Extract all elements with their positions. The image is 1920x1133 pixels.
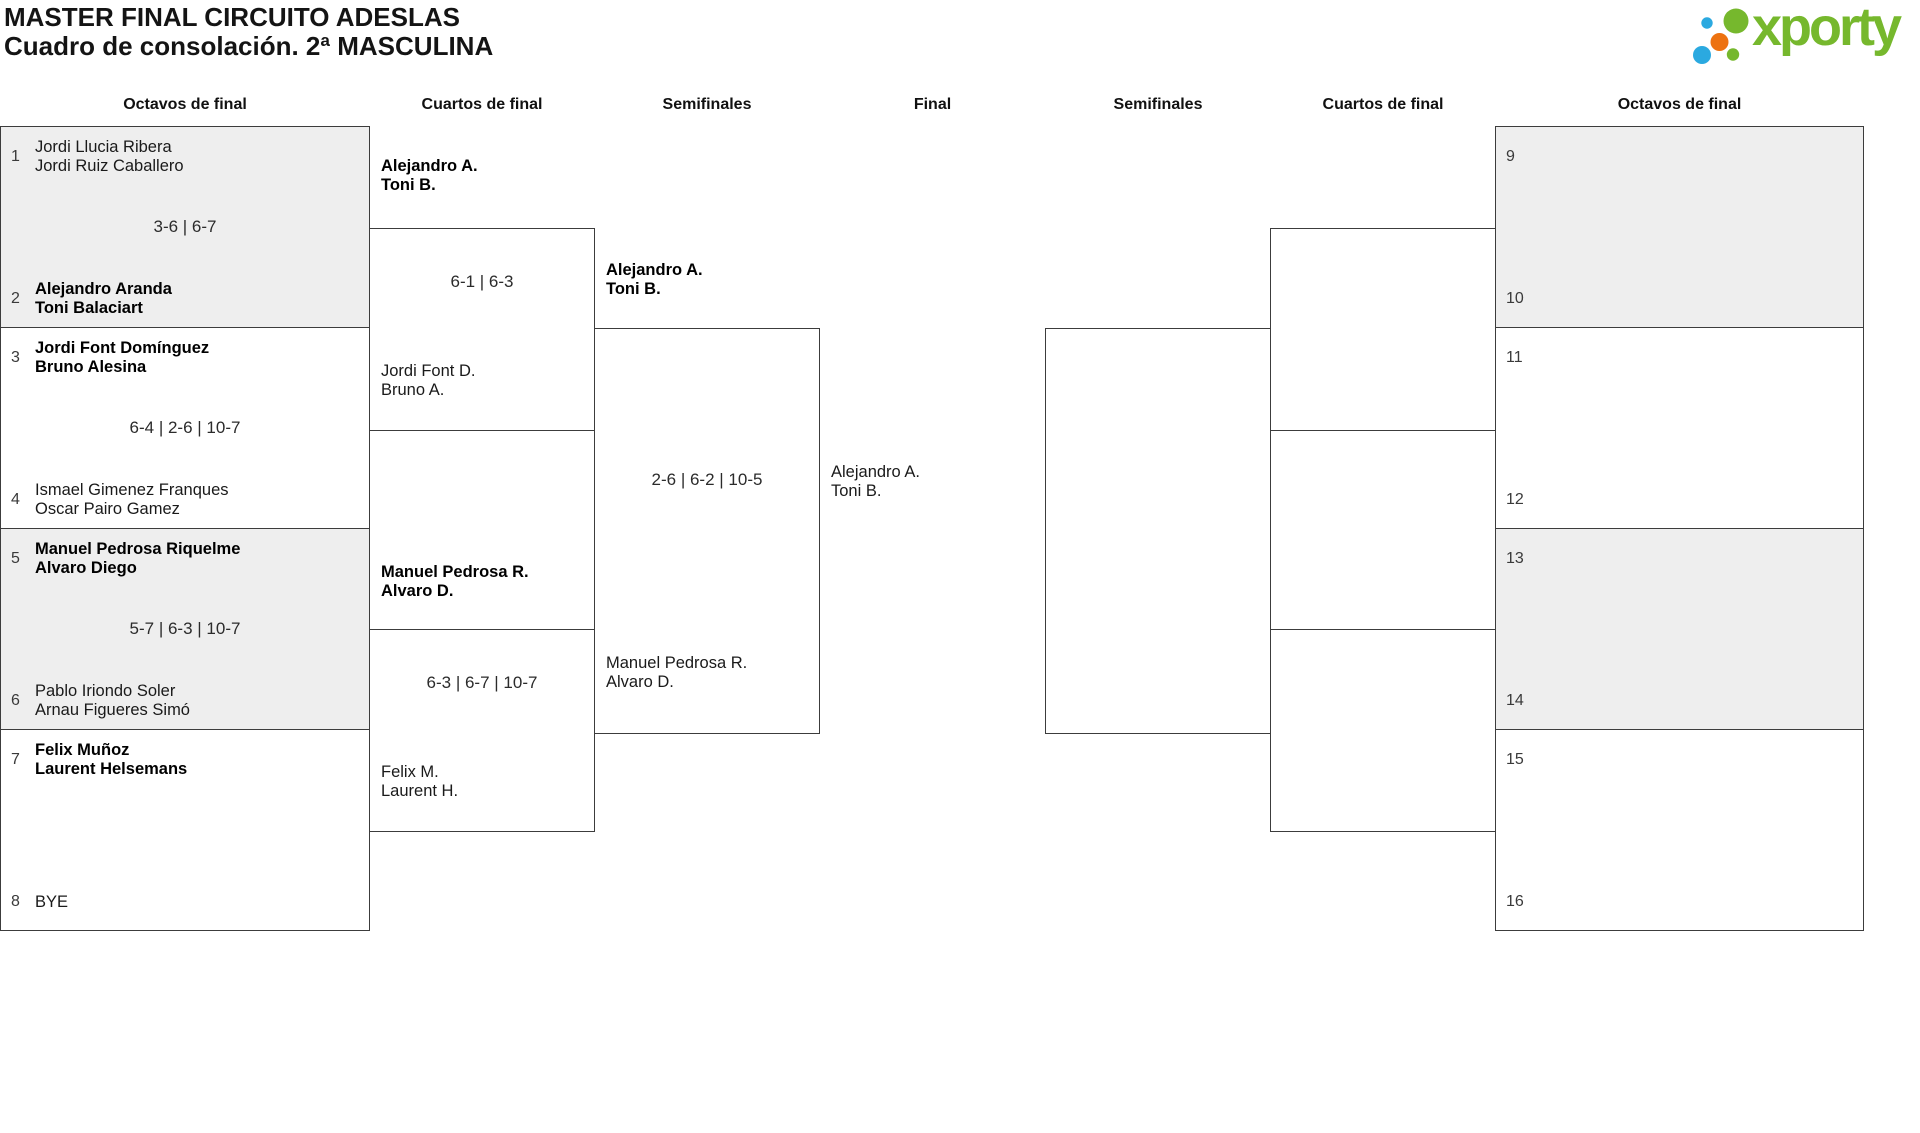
team-name-bye: BYE <box>35 892 69 911</box>
qf1-opponent-label: Jordi Font D. Bruno A. <box>381 362 476 399</box>
match-box-13v14: 13 14 <box>1496 529 1863 730</box>
round-header-cuartos-left: Cuartos de final <box>421 96 543 113</box>
seed-number: 8 <box>11 893 20 910</box>
qf1-match-box: 6-1 | 6-3 Jordi Font D. Bruno A. <box>369 228 595 431</box>
team-slot-15: 15 <box>1506 741 1857 779</box>
round-header-octavos-left: Octavos de final <box>123 96 247 113</box>
seed-number: 4 <box>11 491 20 508</box>
qf2-match-box: 6-3 | 6-7 | 10-7 Felix M. Laurent H. <box>369 629 595 832</box>
qf1-score: 6-1 | 6-3 <box>450 272 514 291</box>
seed-number: 9 <box>1506 148 1515 165</box>
team-slot-1: 1 Jordi Llucia Ribera Jordi Ruiz Caballe… <box>11 138 363 176</box>
round-header-cuartos-right: Cuartos de final <box>1322 96 1444 113</box>
match-score: 5-7 | 6-3 | 10-7 <box>129 619 241 638</box>
match-box-9v10: 9 10 <box>1496 127 1863 328</box>
qf2-score: 6-3 | 6-7 | 10-7 <box>426 673 538 692</box>
team-name-winner: Manuel Pedrosa Riquelme Alvaro Diego <box>35 540 241 577</box>
seed-number: 1 <box>11 148 20 165</box>
team-name-winner: Alejandro Aranda Toni Balaciart <box>35 280 172 317</box>
match-box-3v4: 3 Jordi Font Domínguez Bruno Alesina 6-4… <box>1 328 369 529</box>
seed-number: 3 <box>11 349 20 366</box>
team-slot-3: 3 Jordi Font Domínguez Bruno Alesina <box>11 339 363 377</box>
seed-number: 11 <box>1506 349 1523 366</box>
seed-number: 5 <box>11 550 20 567</box>
page-title: MASTER FINAL CIRCUITO ADESLAS Cuadro de … <box>4 3 493 61</box>
sf-match-box: 2-6 | 6-2 | 10-5 Manuel Pedrosa R. Alvar… <box>594 328 820 734</box>
team-slot-9: 9 <box>1506 138 1857 176</box>
team-name: Jordi Llucia Ribera Jordi Ruiz Caballero <box>35 138 184 175</box>
qf2-winner-label: Manuel Pedrosa R. Alvaro D. <box>381 563 529 600</box>
team-slot-16: 16 <box>1506 883 1857 921</box>
match-score: 6-4 | 2-6 | 10-7 <box>129 418 241 437</box>
team-name-winner: Felix Muñoz Laurent Helsemans <box>35 741 188 778</box>
team-slot-7: 7 Felix Muñoz Laurent Helsemans <box>11 741 363 779</box>
sf-opponent-label: Manuel Pedrosa R. Alvaro D. <box>606 654 748 691</box>
team-slot-5: 5 Manuel Pedrosa Riquelme Alvaro Diego <box>11 540 363 578</box>
seed-number: 15 <box>1506 751 1524 768</box>
team-name-winner: Jordi Font Domínguez Bruno Alesina <box>35 339 210 376</box>
qf1-winner-label: Alejandro A. Toni B. <box>381 157 478 194</box>
sf-score: 2-6 | 6-2 | 10-5 <box>651 470 763 489</box>
qf3-match-box <box>1270 228 1496 431</box>
xporty-logo[interactable]: xporty <box>1686 0 1920 80</box>
team-slot-13: 13 <box>1506 540 1857 578</box>
round-header-semis-left: Semifinales <box>662 96 752 113</box>
seed-number: 12 <box>1506 491 1524 508</box>
team-slot-12: 12 <box>1506 481 1857 519</box>
team-slot-6: 6 Pablo Iriondo Soler Arnau Figueres Sim… <box>11 682 363 720</box>
round-header-final: Final <box>913 96 952 113</box>
sf-winner-label: Alejandro A. Toni B. <box>606 261 703 298</box>
round-header-octavos-right: Octavos de final <box>1617 96 1742 113</box>
team-slot-10: 10 <box>1506 280 1857 318</box>
seed-number: 7 <box>11 751 20 768</box>
match-box-1v2: 1 Jordi Llucia Ribera Jordi Ruiz Caballe… <box>1 127 369 328</box>
team-slot-2: 2 Alejandro Aranda Toni Balaciart <box>11 280 363 318</box>
seed-number: 14 <box>1506 692 1524 709</box>
title-line-2: Cuadro de consolación. 2ª MASCULINA <box>4 31 494 61</box>
sf-right-match-box <box>1045 328 1271 734</box>
seed-number: 13 <box>1506 550 1524 567</box>
title-line-1: MASTER FINAL CIRCUITO ADESLAS <box>4 2 460 32</box>
xporty-dots-icon <box>1693 8 1749 64</box>
seed-number: 2 <box>11 290 20 307</box>
octavos-right-column: 9 10 11 12 13 14 15 <box>1495 126 1864 931</box>
qf4-match-box <box>1270 629 1496 832</box>
xporty-logo-text: xporty <box>1752 0 1902 57</box>
team-slot-4: 4 Ismael Gimenez Franques Oscar Pairo Ga… <box>11 481 363 519</box>
qf2-opponent-label: Felix M. Laurent H. <box>381 763 459 800</box>
team-name: Ismael Gimenez Franques Oscar Pairo Game… <box>35 481 229 518</box>
octavos-left-column: 1 Jordi Llucia Ribera Jordi Ruiz Caballe… <box>0 126 370 931</box>
team-slot-11: 11 <box>1506 339 1857 377</box>
seed-number: 10 <box>1506 290 1524 307</box>
final-winner-label: Alejandro A. Toni B. <box>831 463 920 500</box>
match-score: 3-6 | 6-7 <box>153 217 217 236</box>
match-box-7v8: 7 Felix Muñoz Laurent Helsemans 8 BYE <box>1 730 369 930</box>
match-box-11v12: 11 12 <box>1496 328 1863 529</box>
seed-number: 6 <box>11 692 20 709</box>
team-slot-14: 14 <box>1506 682 1857 720</box>
seed-number: 16 <box>1506 893 1524 910</box>
match-box-15v16: 15 16 <box>1496 730 1863 930</box>
round-header-semis-right: Semifinales <box>1113 96 1203 113</box>
match-box-5v6: 5 Manuel Pedrosa Riquelme Alvaro Diego 5… <box>1 529 369 730</box>
team-name: Pablo Iriondo Soler Arnau Figueres Simó <box>35 682 190 719</box>
team-slot-8: 8 BYE <box>11 883 363 921</box>
